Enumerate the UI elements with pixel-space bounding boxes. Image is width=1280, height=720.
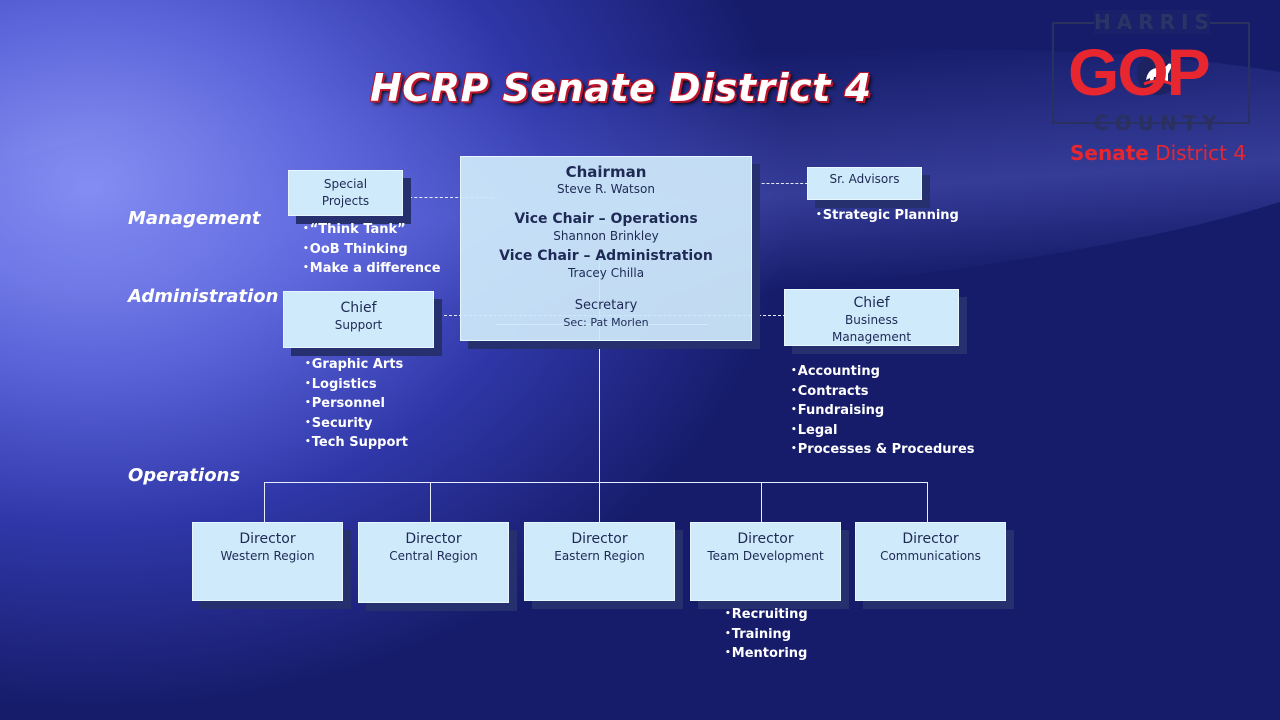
list-item: Contracts <box>791 382 975 402</box>
director-title: Director <box>902 531 959 547</box>
connector-drop <box>761 482 762 522</box>
advisors-list: Strategic Planning <box>816 206 959 226</box>
vc-admin-title: Vice Chair – Administration <box>499 248 713 264</box>
sr-advisors-box: Sr. Advisors <box>807 167 922 200</box>
chairman-name: Steve R. Watson <box>557 182 655 196</box>
list-item: Make a difference <box>303 259 441 279</box>
logo-senate: Senate <box>1070 141 1149 165</box>
secretary-name: Sec: Pat Morlen <box>563 316 649 329</box>
director-sub: Eastern Region <box>554 549 645 563</box>
list-item: Mentoring <box>725 644 808 664</box>
connector-advisors <box>752 183 808 184</box>
business-line3: Management <box>831 330 912 344</box>
list-item: Strategic Planning <box>816 206 959 226</box>
chairman-title: Chairman <box>565 163 647 181</box>
vc-ops-title: Vice Chair – Operations <box>514 211 698 227</box>
director-title: Director <box>571 531 628 547</box>
director-central-box: Director Central Region <box>358 522 509 603</box>
list-item: Processes & Procedures <box>791 440 975 460</box>
vc-admin-name: Tracey Chilla <box>567 266 645 280</box>
advisors-label: Sr. Advisors <box>829 172 900 186</box>
list-item: Recruiting <box>725 605 808 625</box>
list-item: OoB Thinking <box>303 240 441 260</box>
director-title: Director <box>239 531 296 547</box>
support-line1: Chief <box>340 300 377 316</box>
connector-special <box>404 197 494 198</box>
list-item: Fundraising <box>791 401 975 421</box>
chief-support-box: Chief Support <box>283 291 434 348</box>
logo-gop: GOP <box>1068 35 1211 109</box>
list-item: Accounting <box>791 362 975 382</box>
director-title: Director <box>405 531 462 547</box>
elephant-icon <box>1136 52 1180 96</box>
director-western-box: Director Western Region <box>192 522 343 601</box>
support-line2: Support <box>334 318 383 332</box>
list-item: Security <box>305 414 408 434</box>
chief-business-box: Chief Business Management <box>784 289 959 346</box>
director-team-dev-box: Director Team Development <box>690 522 841 601</box>
director-sub: Western Region <box>220 549 315 563</box>
team-dev-list: Recruiting Training Mentoring <box>725 605 808 664</box>
vc-ops-name: Shannon Brinkley <box>553 229 659 243</box>
special-projects-box: Special Projects <box>288 170 403 216</box>
director-sub: Communications <box>880 549 981 563</box>
logo-county: COUNTY <box>1094 111 1223 135</box>
special-projects-list: “Think Tank” OoB Thinking Make a differe… <box>303 220 441 279</box>
special-line1: Special <box>323 177 368 191</box>
connector-drop <box>927 482 928 522</box>
list-item: Tech Support <box>305 433 408 453</box>
special-line2: Projects <box>321 194 370 208</box>
leadership-box: Chairman Steve R. Watson Vice Chair – Op… <box>460 156 752 341</box>
connector-drop <box>264 482 265 522</box>
list-item: Legal <box>791 421 975 441</box>
connector-directors-bar <box>264 482 928 483</box>
list-item: “Think Tank” <box>303 220 441 240</box>
slide-title: HCRP Senate District 4 <box>370 66 872 110</box>
logo-senate-district: Senate District 4 <box>1070 141 1246 165</box>
director-title: Director <box>737 531 794 547</box>
director-sub: Team Development <box>707 549 824 563</box>
section-operations: Operations <box>128 465 241 486</box>
logo-district: District 4 <box>1155 141 1247 165</box>
list-item: Graphic Arts <box>305 355 408 375</box>
list-item: Personnel <box>305 394 408 414</box>
business-line2: Business <box>845 313 898 327</box>
secretary-title: Secretary <box>574 298 638 313</box>
section-management: Management <box>128 208 261 229</box>
director-communications-box: Director Communications <box>855 522 1006 601</box>
connector-drop <box>430 482 431 522</box>
business-line1: Chief <box>853 295 890 311</box>
logo-harris: HARRIS <box>1094 10 1215 34</box>
connector-trunk <box>599 262 600 482</box>
director-sub: Central Region <box>389 549 478 563</box>
director-eastern-box: Director Eastern Region <box>524 522 675 601</box>
section-administration: Administration <box>128 286 279 307</box>
list-item: Logistics <box>305 375 408 395</box>
support-list: Graphic Arts Logistics Personnel Securit… <box>305 355 408 453</box>
connector-drop <box>599 482 600 522</box>
list-item: Training <box>725 625 808 645</box>
business-list: Accounting Contracts Fundraising Legal P… <box>791 362 975 460</box>
